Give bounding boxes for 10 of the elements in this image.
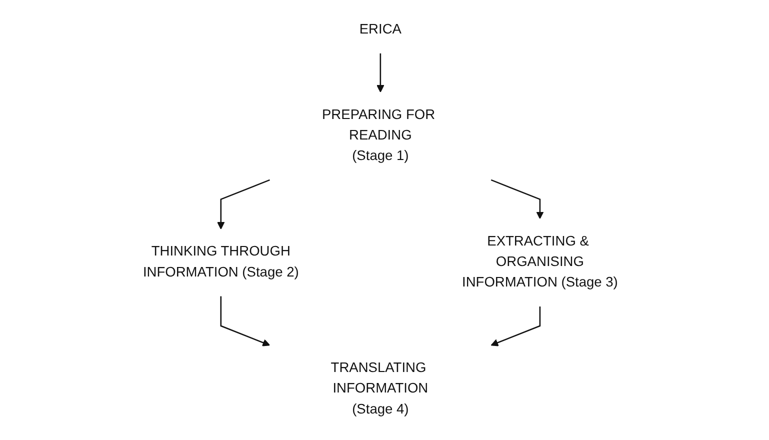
arrow — [217, 179, 270, 230]
node-text: EXTRACTING & ORGANISING INFORMATION (Stage 3) — [462, 234, 618, 290]
arrow — [490, 306, 541, 346]
arrow — [220, 296, 270, 346]
arrow — [490, 179, 544, 220]
node-text: THINKING THROUGH INFORMATION (Stage 2) — [142, 244, 299, 280]
node-text: ERICA — [359, 22, 402, 38]
node-text: TRANSLATING INFORMATION (Stage 4) — [330, 360, 428, 417]
node-text: PREPARING FOR READING (Stage 1) — [322, 108, 436, 164]
arrow — [376, 53, 384, 92]
